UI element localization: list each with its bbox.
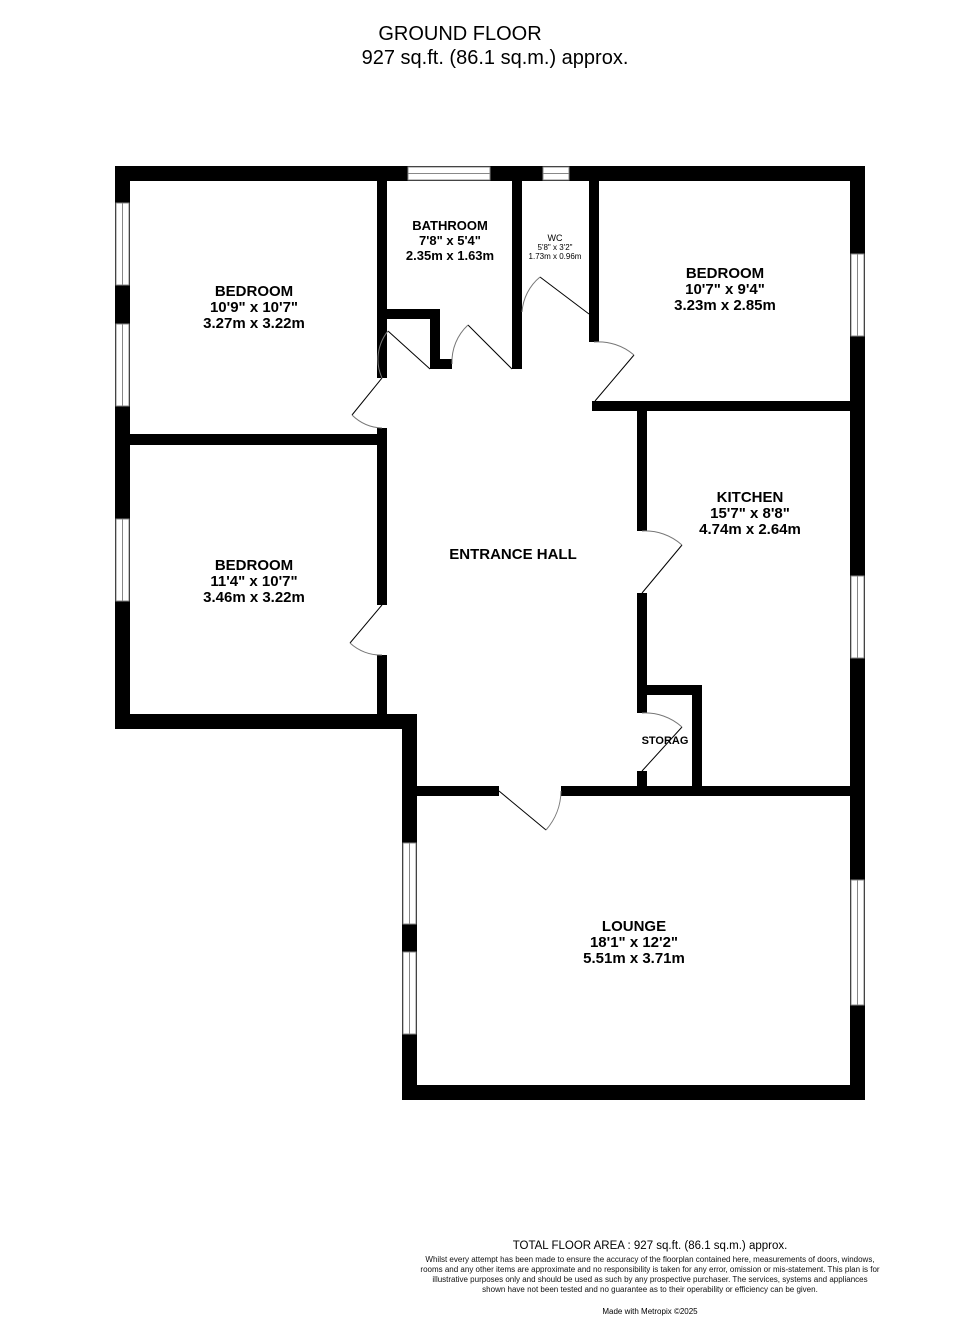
windows [115, 166, 865, 1035]
room-name: KITCHEN [716, 489, 784, 506]
room-label-entrance-hall: ENTRANCE HALL [449, 547, 577, 563]
room-dim-imperial: 10'9" x 10'7" [209, 299, 299, 316]
room-name: ENTRANCE HALL [449, 546, 577, 563]
room-label-kitchen: KITCHEN 15'7" x 8'8" 4.74m x 2.64m [699, 490, 801, 538]
room-name: LOUNGE [601, 918, 667, 935]
room-dim-metric: 4.74m x 2.64m [699, 521, 801, 538]
room-name: STORAG [641, 735, 689, 747]
room-dim-metric: 5.51m x 3.71m [583, 950, 685, 967]
room-dim-imperial: 5'8" x 3'2" [537, 243, 573, 252]
room-label-lounge: LOUNGE 18'1" x 12'2" 5.51m x 3.71m [583, 919, 685, 967]
room-label-bedroom-1: BEDROOM 10'9" x 10'7" 3.27m x 3.22m [203, 284, 305, 332]
room-dim-imperial: 15'7" x 8'8" [710, 505, 790, 522]
room-dim-metric: 2.35m x 1.63m [405, 248, 495, 263]
room-name: BEDROOM [214, 557, 294, 574]
room-dim-metric: 3.46m x 3.22m [203, 589, 305, 606]
room-label-storage: STORAG [642, 735, 689, 747]
floor-area: 927 sq.ft. (86.1 sq.m.) approx. [361, 47, 629, 69]
disclaimer: Whilst every attempt has been made to en… [420, 1255, 880, 1294]
room-dim-imperial: 10'7" x 9'4" [685, 281, 765, 298]
room-name: BEDROOM [214, 283, 294, 300]
room-dim-imperial: 7'8" x 5'4" [419, 233, 481, 248]
room-label-wc: WC 5'8" x 3'2" 1.73m x 0.96m [528, 233, 582, 262]
room-label-bedroom-2: BEDROOM 10'7" x 9'4" 3.23m x 2.85m [674, 266, 776, 314]
total-floor-area: TOTAL FLOOR AREA : 927 sq.ft. (86.1 sq.m… [512, 1240, 788, 1252]
room-name: BATHROOM [412, 218, 488, 233]
room-dim-imperial: 11'4" x 10'7" [210, 573, 298, 590]
made-with-credit: Made with Metropix ©2025 [602, 1307, 698, 1316]
room-dim-imperial: 18'1" x 12'2" [589, 934, 679, 951]
room-label-bathroom: BATHROOM 7'8" x 5'4" 2.35m x 1.63m [406, 218, 494, 263]
room-name: BEDROOM [685, 265, 765, 282]
doors [349, 276, 683, 831]
room-name: WC [547, 233, 563, 243]
floor-title: GROUND FLOOR [378, 23, 542, 45]
room-dim-metric: 3.23m x 2.85m [674, 297, 776, 314]
room-label-bedroom-3: BEDROOM 11'4" x 10'7" 3.46m x 3.22m [203, 558, 305, 606]
room-dim-metric: 3.27m x 3.22m [203, 315, 305, 332]
room-dim-metric: 1.73m x 0.96m [528, 252, 582, 261]
